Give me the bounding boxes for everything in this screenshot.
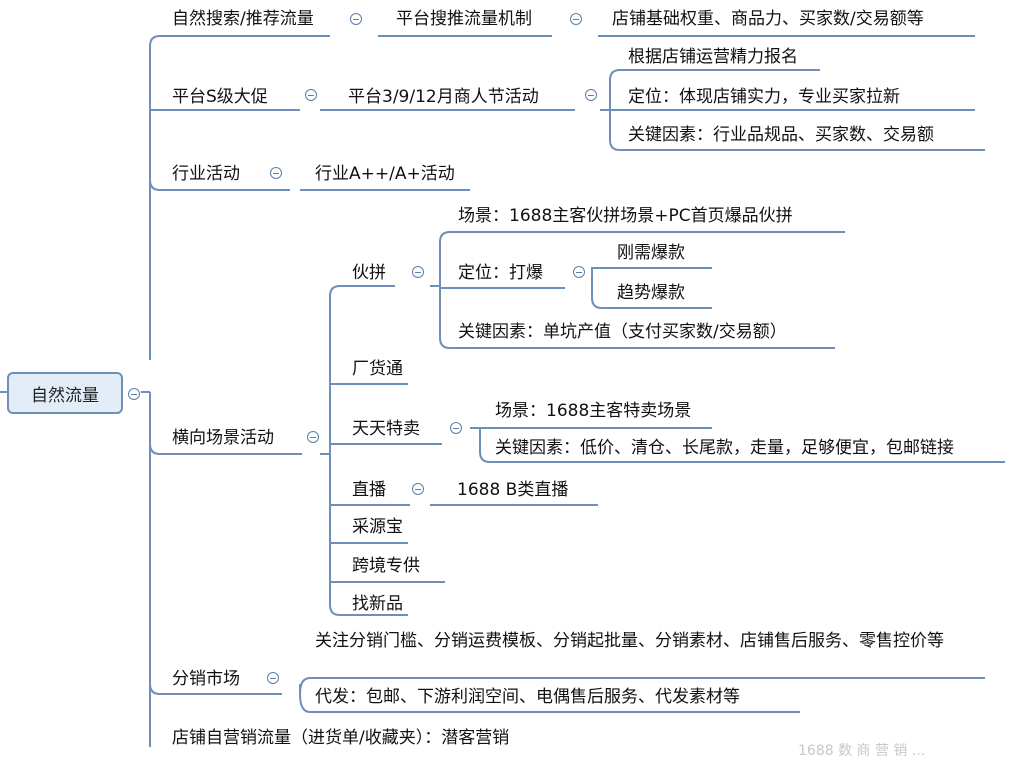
node-changhuotong[interactable]: 厂货通 — [352, 359, 403, 379]
node-platform-mechanism[interactable]: 平台搜推流量机制 — [396, 9, 532, 29]
collapse-icon[interactable] — [570, 13, 582, 25]
leaf-tiantian-key[interactable]: 关键因素：低价、清仓、长尾款，走量，足够便宜，包邮链接 — [495, 438, 954, 458]
leaf-trend[interactable]: 趋势爆款 — [617, 283, 685, 303]
node-industry-activity[interactable]: 行业活动 — [172, 164, 240, 184]
node-horizontal-scene[interactable]: 横向场景活动 — [172, 428, 274, 448]
node-huopin-positioning[interactable]: 定位：打爆 — [458, 263, 543, 283]
node-kuajing[interactable]: 跨境专供 — [352, 556, 420, 576]
collapse-icon[interactable] — [450, 422, 462, 434]
collapse-icon[interactable] — [412, 266, 424, 278]
collapse-icon[interactable] — [270, 167, 282, 179]
leaf-dropship[interactable]: 代发：包邮、下游利润空间、电偶售后服务、代发素材等 — [315, 687, 740, 707]
node-store-weight[interactable]: 店铺基础权重、商品力、买家数/交易额等 — [612, 9, 924, 29]
collapse-icon[interactable] — [128, 388, 140, 400]
node-huopin[interactable]: 伙拼 — [352, 263, 386, 283]
collapse-icon[interactable] — [267, 672, 279, 684]
node-merchant-festival[interactable]: 平台3/9/12月商人节活动 — [348, 87, 539, 107]
collapse-icon[interactable] — [305, 89, 317, 101]
node-b-live[interactable]: 1688 B类直播 — [457, 480, 569, 500]
watermark: 1688 数 商 营 销 ... — [798, 743, 926, 759]
node-zhaoxinpin[interactable]: 找新品 — [352, 594, 403, 614]
node-zhibo[interactable]: 直播 — [352, 480, 386, 500]
root-label: 自然流量 — [31, 385, 99, 406]
leaf-key-factors[interactable]: 关键因素：行业品规品、买家数、交易额 — [628, 125, 934, 145]
collapse-icon[interactable] — [585, 89, 597, 101]
node-s-promo[interactable]: 平台S级大促 — [172, 87, 268, 107]
node-caiyuanbao[interactable]: 采源宝 — [352, 517, 403, 537]
leaf-signup[interactable]: 根据店铺运营精力报名 — [628, 47, 798, 67]
root-node[interactable]: 自然流量 — [7, 372, 123, 414]
leaf-rigid-demand[interactable]: 刚需爆款 — [617, 243, 685, 263]
leaf-huopin-key[interactable]: 关键因素：单坑产值（支付买家数/交易额） — [458, 322, 787, 342]
node-natural-search[interactable]: 自然搜索/推荐流量 — [172, 9, 314, 29]
collapse-icon[interactable] — [412, 483, 424, 495]
node-self-marketing[interactable]: 店铺自营销流量（进货单/收藏夹）：潜客营销 — [172, 728, 510, 748]
node-tiantian[interactable]: 天天特卖 — [352, 419, 420, 439]
collapse-icon[interactable] — [573, 266, 585, 278]
leaf-positioning[interactable]: 定位：体现店铺实力，专业买家拉新 — [628, 87, 900, 107]
collapse-icon[interactable] — [350, 13, 362, 25]
node-distribution[interactable]: 分销市场 — [172, 669, 240, 689]
leaf-huopin-scene[interactable]: 场景：1688主客伙拼场景+PC首页爆品伙拼 — [458, 206, 793, 226]
leaf-tiantian-scene[interactable]: 场景：1688主客特卖场景 — [495, 401, 692, 421]
node-industry-a[interactable]: 行业A++/A+活动 — [315, 164, 455, 184]
collapse-icon[interactable] — [307, 431, 319, 443]
leaf-distribution-focus[interactable]: 关注分销门槛、分销运费模板、分销起批量、分销素材、店铺售后服务、零售控价等 — [315, 631, 944, 651]
